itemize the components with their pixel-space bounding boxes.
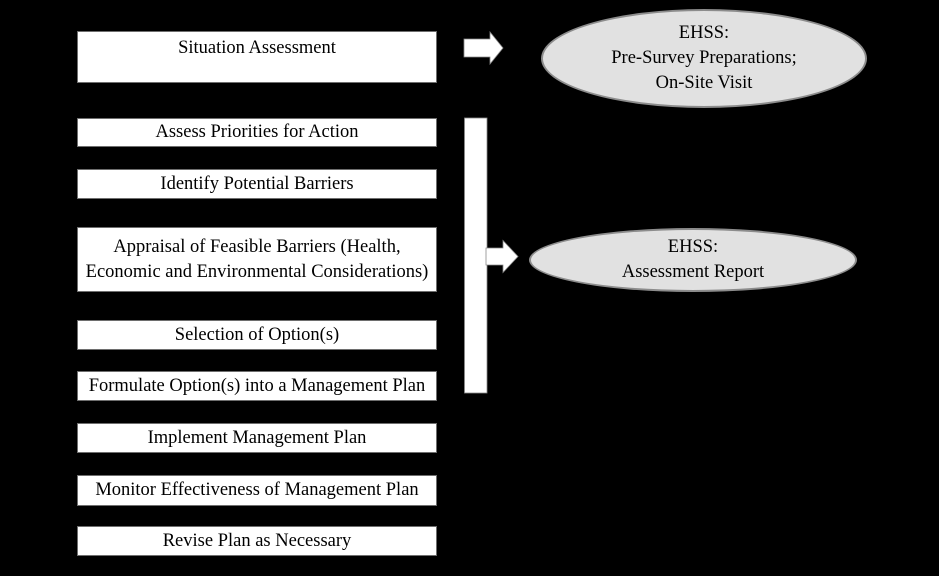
ellipse-text-line: On-Site Visit [655,73,753,93]
step-label: Identify Potential Barriers [160,173,354,194]
vertical-connector-bar [464,117,488,394]
step-monitor-effectiveness: Monitor Effectiveness of Management Plan [77,475,437,506]
step-label: Implement Management Plan [147,427,367,448]
step-label: Situation Assessment [178,38,336,58]
step-situation-assessment: Situation Assessment [77,31,437,83]
step-assess-priorities: Assess Priorities for Action [77,118,437,147]
ellipse-ehss-assessment-report: EHSS: Assessment Report [529,228,857,292]
arrow-right-icon [463,30,504,66]
ellipse-text-line: Pre-Survey Preparations; [611,48,797,68]
step-label: Appraisal of Feasible Barriers (Health, … [85,236,429,282]
ellipse-ehss-pre-survey: EHSS: Pre-Survey Preparations; On-Site V… [541,9,867,108]
step-label: Formulate Option(s) into a Management Pl… [88,375,426,396]
step-label: Revise Plan as Necessary [162,530,352,551]
ellipse-text-line: Assessment Report [621,262,765,282]
step-identify-potential-barriers: Identify Potential Barriers [77,169,437,199]
ellipse-text-line: EHSS: [678,23,730,43]
step-implement-management-plan: Implement Management Plan [77,423,437,453]
step-label: Selection of Option(s) [174,324,340,345]
step-selection-of-options: Selection of Option(s) [77,320,437,350]
step-label: Monitor Effectiveness of Management Plan [95,480,419,500]
step-label: Assess Priorities for Action [155,122,359,142]
ellipse-text-line: EHSS: [667,237,719,257]
step-appraisal-feasible-barriers: Appraisal of Feasible Barriers (Health, … [77,227,437,292]
step-revise-plan: Revise Plan as Necessary [77,526,437,556]
arrow-right-icon [485,239,519,274]
step-formulate-options-management-plan: Formulate Option(s) into a Management Pl… [77,371,437,401]
